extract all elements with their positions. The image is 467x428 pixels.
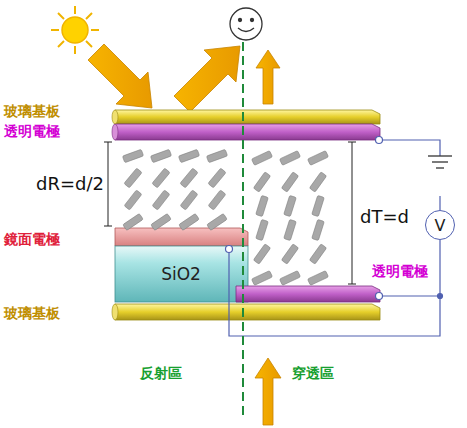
lc-molecule bbox=[312, 195, 325, 216]
lc-molecule bbox=[251, 271, 272, 286]
lc-molecule bbox=[279, 151, 300, 166]
lc-molecule bbox=[281, 244, 298, 264]
layer-label-box: SiO2 bbox=[157, 262, 205, 286]
viewer-face bbox=[230, 8, 262, 40]
terminals bbox=[226, 137, 443, 300]
lc-molecule bbox=[178, 149, 199, 162]
lc-molecule bbox=[253, 172, 270, 192]
ground-symbol bbox=[428, 156, 452, 168]
region-label: 穿透區 bbox=[292, 366, 334, 381]
lc-molecule bbox=[123, 214, 143, 231]
lc-molecule bbox=[180, 190, 198, 210]
lc-molecule bbox=[307, 151, 328, 166]
top-substrate bbox=[112, 110, 380, 140]
lc-molecule bbox=[253, 244, 270, 264]
electrode-label: 透明電極 bbox=[4, 124, 60, 139]
lc-molecule bbox=[207, 214, 227, 231]
lc-molecule bbox=[256, 195, 269, 216]
lc-molecule bbox=[122, 149, 143, 162]
dimension-label: dT=d bbox=[360, 207, 409, 227]
lc-molecule bbox=[151, 214, 171, 231]
lc-molecule bbox=[208, 168, 226, 188]
lc-molecule bbox=[124, 190, 142, 210]
lc-molecule bbox=[281, 172, 298, 192]
lc-molecule bbox=[307, 271, 328, 286]
sun bbox=[51, 6, 99, 54]
lc-molecule bbox=[284, 219, 297, 240]
lc-molecule bbox=[180, 168, 198, 188]
dimension-lines bbox=[104, 142, 356, 284]
region-divider bbox=[242, 42, 244, 420]
reflective-stack bbox=[115, 228, 248, 302]
light-arrows bbox=[88, 44, 281, 425]
node-text: V bbox=[435, 216, 446, 235]
wires bbox=[229, 140, 440, 336]
dimension-label: dR=d/2 bbox=[36, 174, 104, 194]
lc-molecule bbox=[206, 149, 227, 162]
bottom-electrode bbox=[236, 286, 380, 302]
substrate-label: 玻璃基板 bbox=[4, 306, 60, 321]
lc-molecule bbox=[152, 190, 170, 210]
lc-molecule bbox=[309, 244, 326, 264]
lc-molecule bbox=[279, 271, 300, 286]
electrode-label: 透明電極 bbox=[372, 264, 428, 279]
lc-molecule bbox=[251, 151, 272, 166]
substrate-label: 玻璃基板 bbox=[4, 104, 60, 119]
liquid-crystal-molecules bbox=[122, 149, 328, 285]
lc-molecule bbox=[312, 219, 325, 240]
region-label: 反射區 bbox=[140, 366, 182, 381]
lc-molecule bbox=[208, 190, 226, 210]
lc-molecule bbox=[124, 168, 142, 188]
lc-molecule bbox=[150, 149, 171, 162]
lc-molecule bbox=[309, 172, 326, 192]
lc-molecule bbox=[256, 219, 269, 240]
bottom-substrate bbox=[112, 304, 380, 320]
lc-molecule bbox=[179, 214, 199, 231]
electrode-label: 鏡面電極 bbox=[4, 232, 60, 247]
lc-molecule bbox=[152, 168, 170, 188]
voltmeter-circle: V bbox=[425, 210, 455, 240]
node-text: SiO2 bbox=[161, 264, 201, 284]
lc-molecule bbox=[284, 195, 297, 216]
